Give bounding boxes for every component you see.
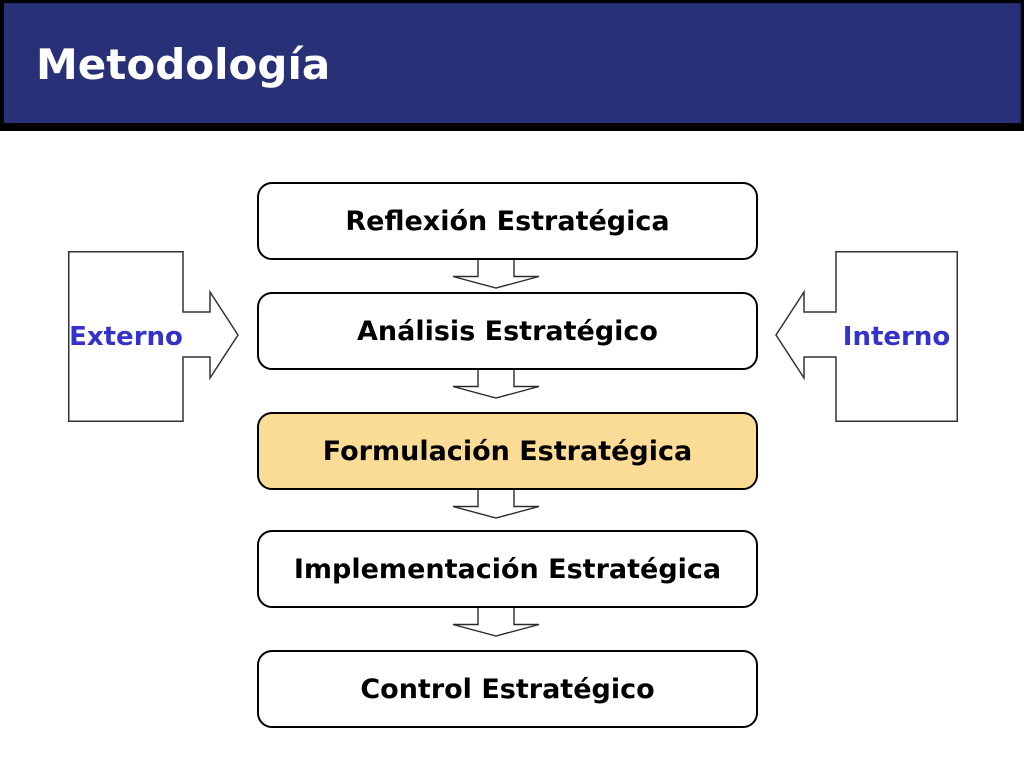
arrow-left-callout-icon (775, 251, 958, 422)
down-arrow-icon (452, 368, 540, 399)
flow-box-reflexion: Reflexión Estratégica (257, 182, 758, 260)
arrow-right-callout-icon (68, 251, 239, 422)
flow-box-implementacion: Implementación Estratégica (257, 530, 758, 608)
flow-box-formulacion-highlighted: Formulación Estratégica (257, 412, 758, 490)
header-bar: Metodología (0, 0, 1024, 131)
page-title: Metodología (36, 40, 331, 89)
header-bar-fill (4, 3, 1021, 123)
down-arrow-icon (452, 258, 540, 289)
interno-label: Interno (842, 321, 951, 352)
down-arrow-icon (452, 488, 540, 519)
externo-label: Externo (69, 321, 183, 352)
down-arrow-icon (452, 606, 540, 637)
flow-box-control: Control Estratégico (257, 650, 758, 728)
flow-box-analisis: Análisis Estratégico (257, 292, 758, 370)
